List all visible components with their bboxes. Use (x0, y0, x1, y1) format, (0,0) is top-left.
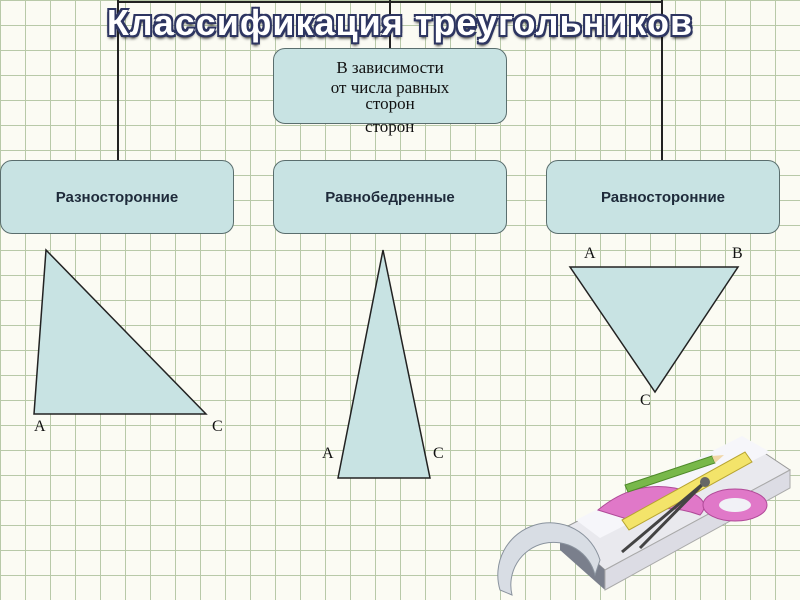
pencil-image (624, 455, 724, 493)
category-equilateral-label: Равносторонние (600, 188, 726, 206)
equilateral-vertex-c: С (640, 392, 651, 409)
criterion-box: В зависимости от числа равных сторон (273, 48, 507, 124)
compass-image (621, 477, 710, 554)
scalene-vertex-a: А (34, 418, 46, 435)
criterion-overflow-text: сторон (365, 117, 415, 136)
isosceles-vertex-c: С (433, 445, 444, 462)
criterion-line-3: сторон (365, 94, 415, 113)
category-equilateral: Равносторонние (546, 160, 780, 234)
category-scalene: Разносторонние (0, 160, 234, 234)
equilateral-vertex-b: В (732, 245, 743, 262)
category-isosceles-label: Равнобедренные (325, 188, 455, 206)
category-isosceles: Равнобедренные (273, 160, 507, 234)
scalene-triangle (33, 248, 208, 415)
equilateral-triangle (568, 266, 740, 394)
isosceles-vertex-a: А (322, 445, 334, 462)
criterion-line-2: от числа равных (330, 78, 450, 97)
isosceles-triangle (337, 249, 431, 479)
protractor-image (497, 522, 601, 596)
criterion-line-1: В зависимости (336, 58, 444, 77)
scalene-vertex-c: С (212, 418, 223, 435)
page-title: Классификация треугольников (106, 2, 694, 43)
ruler-image (621, 451, 753, 531)
category-scalene-label: Разносторонние (55, 188, 179, 206)
equilateral-vertex-a: А (584, 245, 596, 262)
